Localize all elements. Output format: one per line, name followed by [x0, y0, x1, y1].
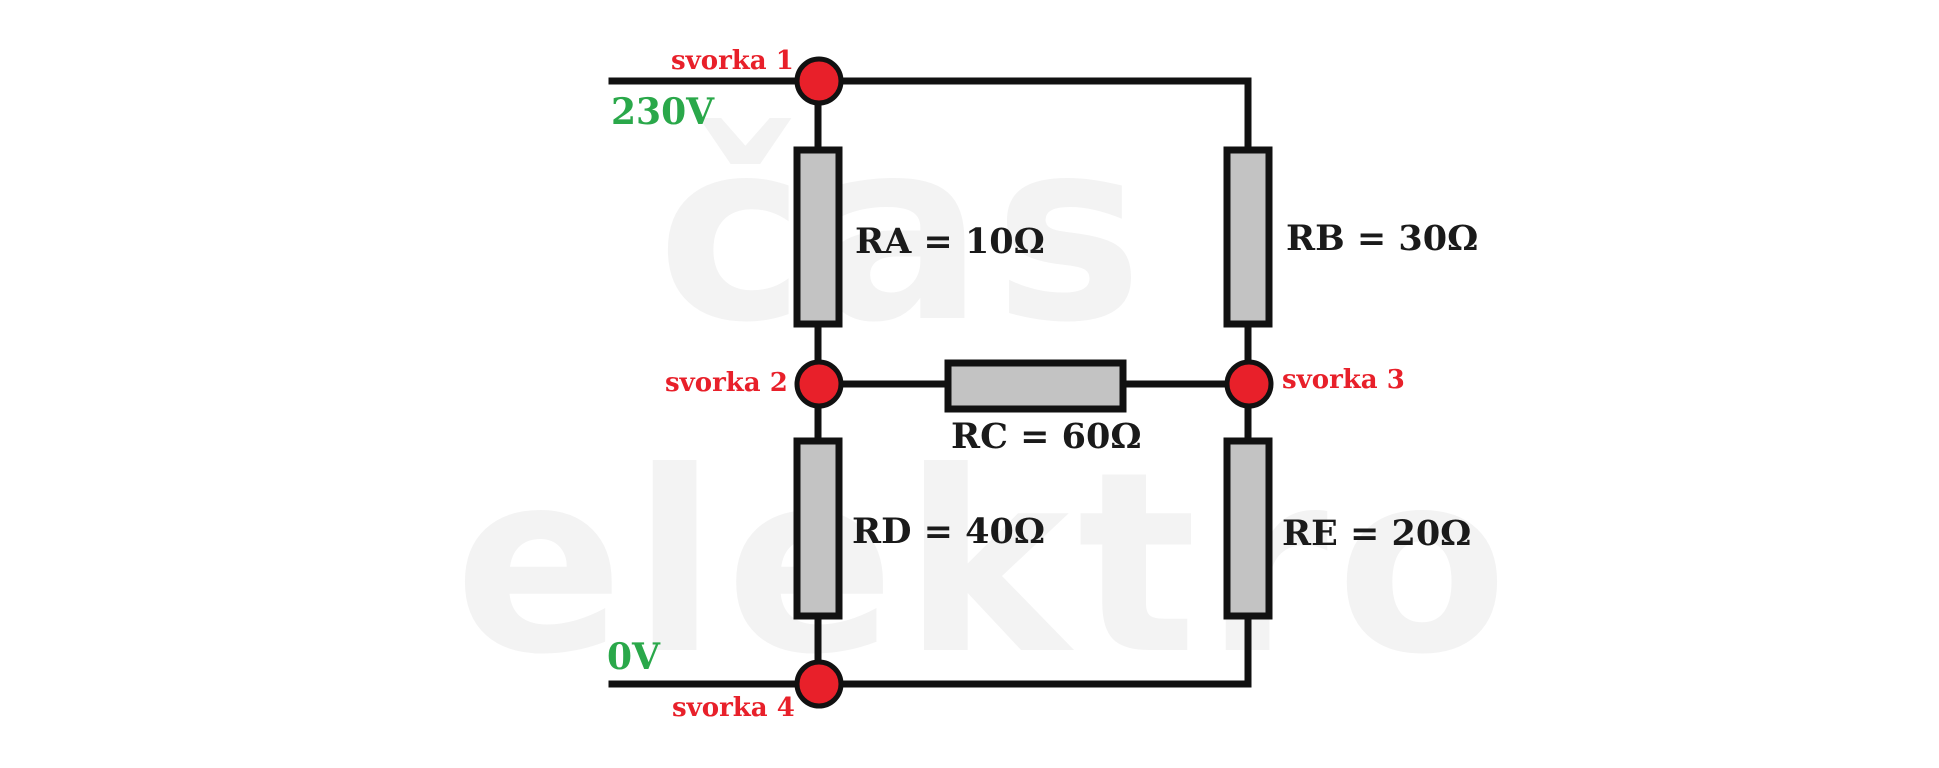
terminal-label-1: svorka 1: [671, 46, 794, 76]
watermark-line2: elektro: [454, 418, 1516, 709]
resistor-ra: [793, 146, 843, 328]
resistor-label-ra: RA = 10Ω: [855, 221, 1045, 262]
terminal-label-3: svorka 3: [1282, 365, 1405, 395]
terminal-node-3: [1224, 359, 1274, 409]
resistor-label-rc: RC = 60Ω: [951, 416, 1142, 457]
resistor-label-re: RE = 20Ω: [1282, 513, 1471, 554]
terminal-label-2: svorka 2: [665, 368, 788, 398]
resistor-rd: [793, 437, 843, 620]
terminal-node-1: [794, 56, 844, 106]
terminal-node-2: [794, 359, 844, 409]
resistor-rb: [1223, 146, 1273, 328]
resistor-re: [1223, 437, 1273, 620]
voltage-label-bottom: 0V: [607, 636, 661, 678]
resistor-label-rd: RD = 40Ω: [852, 511, 1045, 552]
resistor-rc: [944, 359, 1127, 413]
terminal-label-4: svorka 4: [672, 693, 795, 723]
terminal-node-4: [794, 659, 844, 709]
resistor-label-rb: RB = 30Ω: [1286, 218, 1478, 259]
voltage-label-top: 230V: [611, 91, 715, 133]
watermark-line1: čas: [657, 86, 1153, 377]
